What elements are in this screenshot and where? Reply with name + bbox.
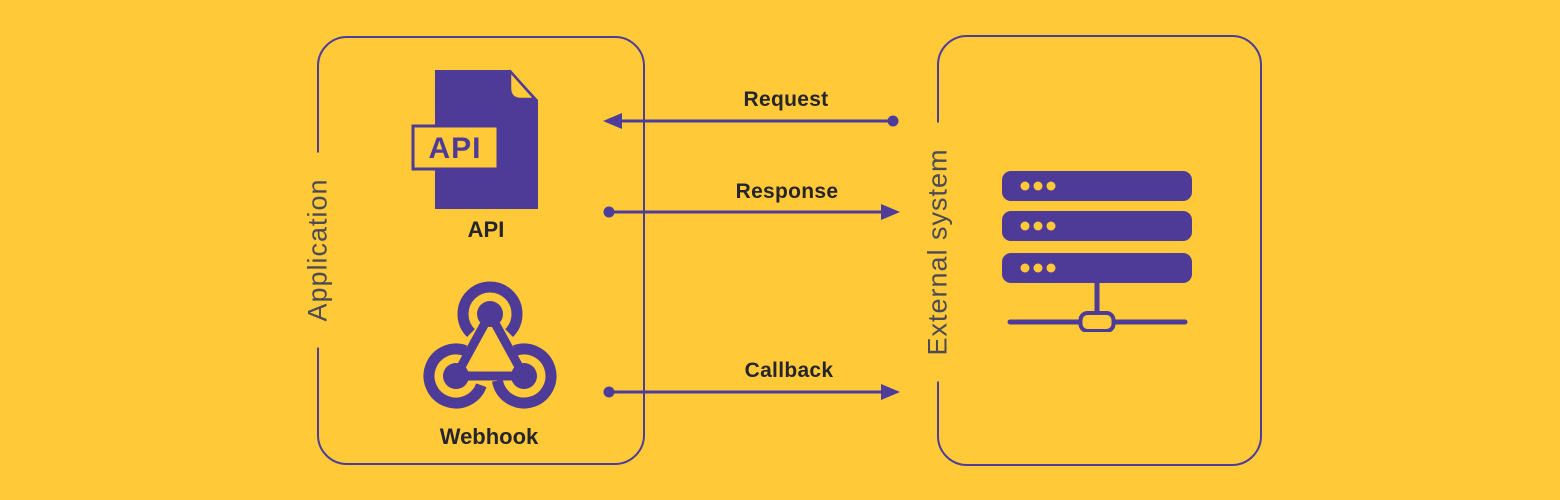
api-file-fold — [508, 69, 537, 101]
webhook-nodes — [443, 301, 537, 389]
application-box-label: Application — [300, 152, 336, 348]
callback-arrow-label: Callback — [744, 359, 834, 382]
response-arrow-label: Response — [735, 180, 839, 203]
callback-arrow — [603, 384, 900, 400]
response-origin-dot — [603, 206, 615, 218]
webhook-caption: Webhook — [439, 424, 539, 449]
server-icon — [1002, 171, 1192, 332]
api-file-badge-text: API — [428, 132, 481, 165]
server-network-node — [1078, 311, 1116, 332]
response-arrowhead — [881, 204, 900, 220]
api-file-icon: API — [411, 69, 538, 209]
api-file-badge — [411, 124, 500, 171]
request-arrow — [603, 113, 899, 129]
response-arrow — [603, 204, 900, 220]
callback-arrowhead — [881, 384, 900, 400]
request-arrow-label: Request — [743, 88, 829, 111]
server-bar-dots — [1020, 181, 1056, 273]
api-caption: API — [467, 217, 505, 242]
request-origin-dot — [887, 115, 899, 127]
external-system-box-label: External system — [920, 122, 956, 382]
callback-origin-dot — [603, 386, 615, 398]
server-bars — [1002, 171, 1192, 283]
webhook-icon — [423, 281, 557, 409]
request-arrowhead — [603, 113, 622, 129]
